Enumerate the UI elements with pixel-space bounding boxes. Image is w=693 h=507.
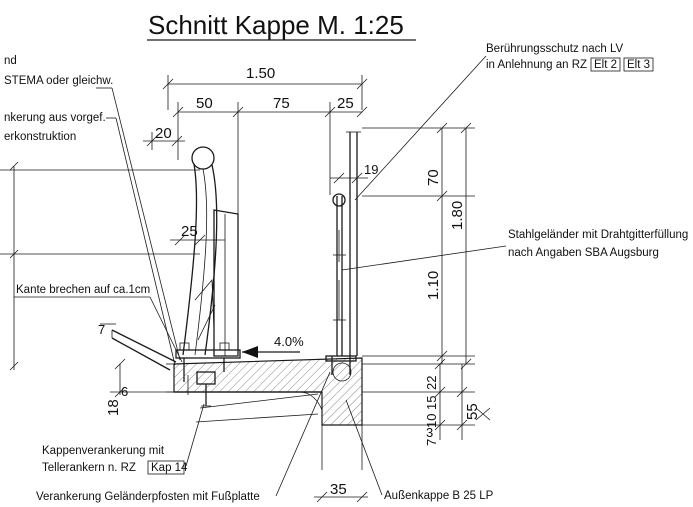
dim-35-group: 35	[314, 481, 368, 503]
dim-25-mid: 25	[181, 223, 198, 240]
dim-19-group: 19	[330, 162, 378, 184]
note-kante-brechen: Kante brechen auf ca.1cm	[16, 284, 150, 296]
steel-railing	[332, 131, 361, 356]
cap-dimension-chain: 22 15 10 7 3 55	[362, 358, 491, 446]
cap-section	[166, 355, 363, 470]
dim-10: 10	[424, 414, 439, 428]
dim-22: 22	[424, 376, 439, 390]
slope-indicator: 4.0%	[242, 334, 304, 358]
slope-value: 4.0%	[274, 334, 304, 349]
note-verankerung-2: erkonstruktion	[4, 131, 76, 143]
barrier-post	[111, 146, 241, 382]
note-kappenverankerung-2: Tellerankern n. RZ	[42, 462, 136, 474]
note-top-left-1: nd	[4, 55, 17, 67]
note-gelaenderpfosten: Verankerung Geländerpfosten mit Fußplatt…	[36, 491, 260, 503]
dim-20: 20	[155, 125, 172, 142]
dim-7b: 7	[424, 439, 439, 446]
dim-1-10: 1.10	[425, 271, 442, 300]
dim-55: 55	[464, 403, 481, 420]
dim-1-50: 1.50	[246, 65, 275, 82]
dim-50: 50	[196, 95, 213, 112]
dim-25-top: 25	[337, 95, 354, 112]
dim-7-left: 7	[98, 322, 105, 337]
dim-1-80: 1.80	[449, 201, 466, 230]
dim-20-group: 20	[143, 125, 185, 150]
dim-75: 75	[273, 95, 290, 112]
note-kappenverankerung-1: Kappenverankerung mit	[42, 445, 165, 457]
note-stahlgelaender-1: Stahlgeländer mit Drahtgitterfüllung	[508, 229, 688, 241]
ref-elt-2: Elt 2	[594, 59, 617, 71]
drawing-title: Schnitt Kappe M. 1:25	[148, 10, 404, 40]
note-aussenkappe: Außenkappe B 25 LP	[384, 490, 494, 502]
ref-elt-3: Elt 3	[627, 59, 650, 71]
dim-3: 3	[426, 425, 433, 440]
dim-18: 18	[105, 399, 122, 416]
note-beruehrungsschutz-1: Berührungsschutz nach LV	[486, 43, 624, 55]
ref-kap-14: Kap 14	[151, 462, 188, 474]
dim-70: 70	[425, 169, 442, 186]
dim-25-mid-group: 25	[170, 223, 225, 246]
dim-18-6-group: 18 6	[105, 358, 174, 416]
dim-6: 6	[121, 384, 128, 399]
note-beruehrungsschutz-2: in Anlehnung an RZ	[486, 59, 587, 71]
dim-15: 15	[424, 396, 439, 410]
note-stahlgelaender-2: nach Angaben SBA Augsburg	[508, 247, 659, 259]
dim-35: 35	[330, 481, 347, 498]
note-verankerung-1: nkerung aus vorgef.	[4, 112, 106, 124]
right-dimension-chain: 70 1.10 1.80	[362, 122, 475, 370]
note-top-left-2: STEMA oder gleichw.	[4, 75, 113, 87]
dim-19: 19	[364, 162, 378, 177]
top-dimension-chain: 1.50 50 75 25	[162, 65, 368, 220]
